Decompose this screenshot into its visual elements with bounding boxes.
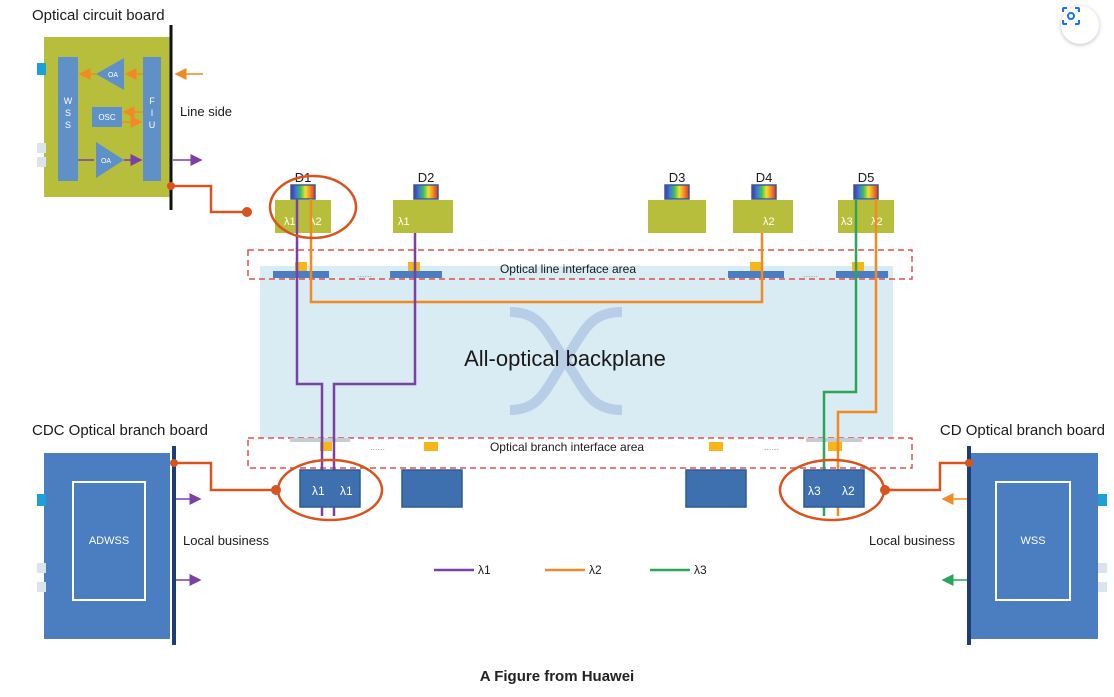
cdc-board-title: CDC Optical branch board bbox=[32, 422, 208, 439]
wss-inner-block bbox=[995, 481, 1071, 601]
line-interface-label: Optical line interface area bbox=[500, 262, 636, 276]
optical-branch-interface-area: ...... ...... Optical branch interface a… bbox=[247, 437, 913, 469]
circuit-board-port bbox=[37, 143, 46, 153]
wss-block bbox=[58, 57, 78, 181]
cd-optical-branch-board: CD Optical branch board WSS Local busine… bbox=[869, 422, 1107, 645]
node-label-d5: D5 bbox=[858, 170, 875, 185]
svg-text:......: ...... bbox=[370, 442, 385, 452]
wss-label: S bbox=[65, 108, 71, 118]
lens-icon bbox=[1062, 7, 1080, 25]
oa-label-top: OA bbox=[108, 72, 118, 79]
fiu-block bbox=[143, 57, 161, 181]
svg-text:λ1: λ1 bbox=[284, 216, 296, 228]
svg-text:λ3: λ3 bbox=[808, 484, 821, 498]
backplane-title: All-optical backplane bbox=[464, 346, 666, 371]
optical-circuit-board-title: Optical circuit board bbox=[32, 7, 165, 24]
adwss-block bbox=[72, 481, 146, 601]
all-optical-backplane: All-optical backplane bbox=[260, 266, 893, 438]
legend-label-lambda3: λ3 bbox=[694, 563, 707, 577]
svg-text:......: ...... bbox=[357, 269, 372, 279]
cd-local-business-label: Local business bbox=[869, 533, 955, 548]
node-label-d3: D3 bbox=[669, 170, 686, 185]
branch-interface-label: Optical branch interface area bbox=[490, 440, 644, 454]
cdc-local-business-label: Local business bbox=[183, 533, 269, 548]
osc-label: OSC bbox=[98, 113, 116, 122]
figure-caption: A Figure from Huawei bbox=[479, 668, 635, 685]
node-label-d2: D2 bbox=[418, 170, 435, 185]
fiu-label: I bbox=[151, 108, 154, 118]
adwss-label: ADWSS bbox=[89, 535, 129, 547]
oa-label-bottom: OA bbox=[101, 158, 111, 165]
wss-label: W bbox=[64, 96, 73, 106]
legend-label-lambda2: λ2 bbox=[589, 563, 602, 577]
line-module-d3 bbox=[648, 200, 706, 233]
osc-block bbox=[92, 107, 122, 127]
svg-text:λ2: λ2 bbox=[310, 216, 322, 228]
fiu-label: U bbox=[149, 120, 156, 130]
node-label-d4: D4 bbox=[756, 170, 773, 185]
optical-circuit-board: Optical circuit board W S S F I U OA OSC… bbox=[32, 7, 232, 210]
optical-line-interface-area: Optical line interface area ...... .....… bbox=[247, 249, 913, 280]
svg-text:......: ...... bbox=[764, 442, 779, 452]
lens-search-button[interactable] bbox=[1061, 6, 1099, 44]
cd-wss-label: WSS bbox=[1020, 535, 1045, 547]
circuit-board-port bbox=[37, 63, 46, 75]
svg-text:λ1: λ1 bbox=[340, 484, 353, 498]
svg-text:λ1: λ1 bbox=[312, 484, 325, 498]
cdc-optical-branch-board: CDC Optical branch board ADWSS Local bus… bbox=[32, 422, 281, 645]
branch-modules: λ1 λ1 λ3 λ2 bbox=[276, 458, 886, 522]
cd-board-title: CD Optical branch board bbox=[940, 422, 1105, 439]
wavelength-routes bbox=[171, 174, 878, 516]
wavelength-legend: λ1 λ2 λ3 bbox=[434, 563, 707, 577]
svg-text:......: ...... bbox=[803, 269, 818, 279]
line-side-label: Line side bbox=[180, 104, 232, 119]
backplane-body bbox=[260, 266, 893, 438]
line-module-d1 bbox=[275, 200, 331, 233]
svg-text:λ3: λ3 bbox=[841, 216, 853, 228]
oa-amplifier-top bbox=[96, 58, 124, 90]
svg-text:λ1: λ1 bbox=[398, 216, 410, 228]
fiu-label: F bbox=[149, 96, 155, 106]
wss-label: S bbox=[65, 120, 71, 130]
svg-text:λ2: λ2 bbox=[842, 484, 855, 498]
circuit-board-port bbox=[37, 157, 46, 167]
line-module-d5 bbox=[838, 200, 894, 233]
line-module-d2 bbox=[393, 200, 453, 233]
line-nodes: D1 D2 D3 D4 D5 λ1 λ2 λ1 λ2 λ3 λ2 bbox=[275, 170, 894, 233]
d1-highlight-ring bbox=[268, 174, 358, 240]
svg-text:λ2: λ2 bbox=[763, 216, 775, 228]
legend-label-lambda1: λ1 bbox=[478, 563, 491, 577]
oa-amplifier-bottom bbox=[96, 142, 124, 178]
line-module-d4 bbox=[733, 200, 793, 233]
